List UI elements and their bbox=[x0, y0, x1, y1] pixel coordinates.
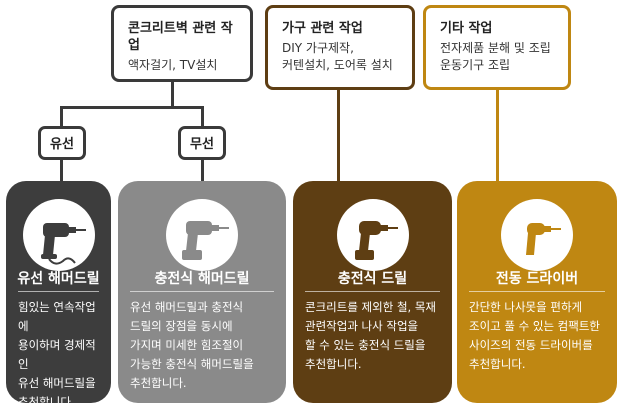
card-description: 간단한 나사못을 편하게 조이고 풀 수 있는 컴팩트한 사이즈의 전동 드라이… bbox=[469, 300, 601, 371]
category-etc-box: 기타 작업 전자제품 분해 및 조립 운동기구 조립 bbox=[423, 5, 571, 90]
card-description: 콘크리트를 제외한 철, 목재 관련작업과 나사 작업을 할 수 있는 충전식 … bbox=[305, 300, 437, 371]
category-furniture-title: 가구 관련 작업 bbox=[282, 21, 363, 36]
card-name: 유선 해머드릴 bbox=[17, 271, 100, 287]
card-description: 유선 해머드릴과 충전식 드릴의 장점을 동시에 가지며 미세한 힘조절이 가능… bbox=[130, 300, 254, 390]
connector-furniture bbox=[337, 88, 340, 182]
category-etc-title: 기타 작업 bbox=[440, 21, 493, 36]
card-name: 충전식 해머드릴 bbox=[154, 271, 250, 287]
tag-wireless: 무선 bbox=[178, 126, 226, 160]
card-divider bbox=[469, 291, 605, 292]
category-furniture-desc: DIY 가구제작, 커텐설치, 도어록 설치 bbox=[282, 41, 393, 72]
cordless-hammer-drill-icon bbox=[166, 199, 238, 271]
card-corded-hammer-drill: 유선 해머드릴 힘있는 연속작업에 용이하며 경제적인 유선 해머드릴을 추천합… bbox=[6, 181, 111, 409]
cordless-drill-icon bbox=[336, 199, 409, 271]
connector-wired-down bbox=[60, 158, 63, 182]
category-concrete-box: 콘크리트벽 관련 작업 액자걸기, TV설치 bbox=[111, 5, 253, 82]
corded-hammer-drill-icon bbox=[22, 199, 95, 271]
card-description: 힘있는 연속작업에 용이하며 경제적인 유선 해머드릴을 추천합니다. bbox=[18, 300, 96, 409]
category-furniture-box: 가구 관련 작업 DIY 가구제작, 커텐설치, 도어록 설치 bbox=[265, 5, 415, 90]
card-divider bbox=[130, 291, 274, 292]
card-name: 전동 드라이버 bbox=[495, 271, 579, 287]
card-electric-screwdriver: 전동 드라이버 간단한 나사못을 편하게 조이고 풀 수 있는 컴팩트한 사이즈… bbox=[457, 181, 617, 403]
card-cordless-hammer-drill: 충전식 해머드릴 유선 해머드릴과 충전식 드릴의 장점을 동시에 가지며 미세… bbox=[118, 181, 286, 403]
card-divider bbox=[18, 291, 99, 292]
card-cordless-drill: 충전식 드릴 콘크리트를 제외한 철, 목재 관련작업과 나사 작업을 할 수 … bbox=[293, 181, 452, 403]
card-name: 충전식 드릴 bbox=[337, 271, 408, 287]
connector-wired-up bbox=[60, 106, 63, 128]
card-divider bbox=[305, 291, 440, 292]
connector-wireless-up bbox=[201, 106, 204, 128]
connector-wireless-down bbox=[201, 158, 204, 182]
electric-screwdriver-icon bbox=[501, 199, 573, 271]
connector-branch bbox=[60, 106, 204, 109]
connector-etc bbox=[496, 88, 499, 182]
tag-wired: 유선 bbox=[38, 126, 86, 160]
category-concrete-desc: 액자걸기, TV설치 bbox=[128, 58, 218, 72]
category-etc-desc: 전자제품 분해 및 조립 운동기구 조립 bbox=[440, 41, 551, 72]
category-concrete-title: 콘크리트벽 관련 작업 bbox=[128, 21, 233, 53]
connector-trunk bbox=[171, 80, 174, 108]
